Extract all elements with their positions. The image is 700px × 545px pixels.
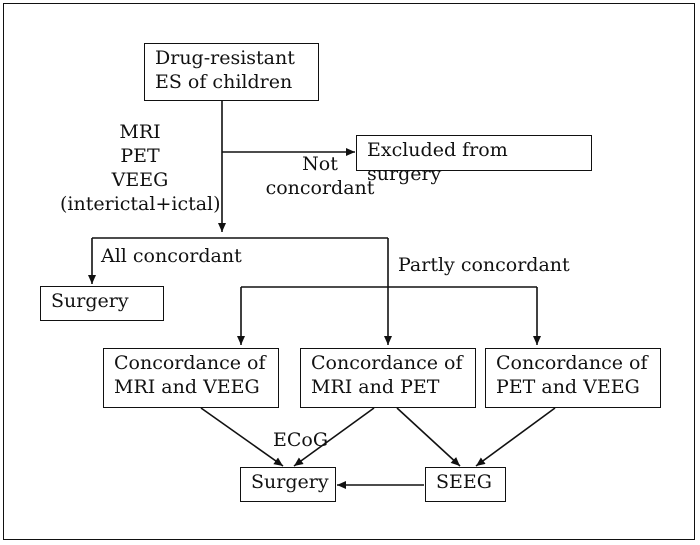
node-line-2: PET and VEEG [496,376,640,398]
partly-concordant-label: Partly concordant [398,254,570,276]
node-text: SEEG [436,471,492,493]
mri-veeg-to-surgery [200,407,284,467]
node-text: Surgery [251,471,329,493]
node-text: Surgery [51,290,129,312]
node-line-2: MRI and VEEG [114,376,260,398]
not-line: Not [302,153,338,175]
node-line-2: MRI and PET [311,376,440,398]
node-pet-veeg: Concordance of PET and VEEG [485,348,661,408]
ecog-label: ECoG [273,429,329,451]
mri-pet-to-surgery [293,407,375,467]
exam-pet: PET [120,145,160,167]
mri-pet-to-seeg [396,407,461,467]
node-line-1: Concordance of [496,352,648,374]
node-seeg: SEEG [425,467,506,502]
node-line-1: Drug-resistant [155,47,295,69]
exam-veeg: VEEG [111,169,169,191]
concordant-line: concordant [265,177,375,199]
node-line-1: Concordance of [114,352,266,374]
node-line-1: Concordance of [311,352,463,374]
not-concordant-label: Not concordant [265,152,375,200]
node-surgery-top: Surgery [40,286,164,321]
diagram-frame [3,3,695,540]
node-surgery-bottom: Surgery [240,467,336,502]
node-mri-pet: Concordance of MRI and PET [300,348,476,408]
pet-veeg-to-seeg [475,407,556,467]
node-text: Excluded from surgery [367,139,508,185]
node-drug-resistant: Drug-resistant ES of children [144,43,319,101]
exams-label: MRI PET VEEG (interictal+ictal) [60,120,221,216]
node-line-2: ES of children [155,71,293,93]
all-concordant-label: All concordant [101,245,242,267]
node-excluded: Excluded from surgery [356,135,592,185]
node-mri-veeg: Concordance of MRI and VEEG [103,348,279,408]
exam-mri: MRI [119,121,161,143]
exam-interictal-ictal: (interictal+ictal) [60,193,221,215]
